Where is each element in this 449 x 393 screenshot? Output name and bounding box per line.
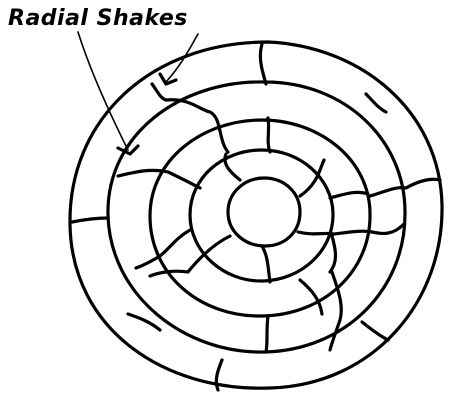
growth-ring-4	[108, 82, 405, 352]
radial-shake-crack	[72, 218, 108, 222]
radial-shakes-label: Radial Shakes	[8, 6, 188, 31]
label-pointer-line	[78, 32, 128, 150]
radial-shake-crack	[298, 224, 404, 234]
radial-shake-crack	[266, 316, 268, 352]
growth-ring-2	[190, 150, 333, 281]
pith-ring	[228, 178, 300, 246]
radial-shake-crack	[330, 236, 336, 272]
radial-shake-crack	[128, 314, 160, 330]
radial-shake-crack	[268, 118, 270, 152]
radial-shake-crack	[262, 246, 270, 282]
outer-bark-ring	[70, 42, 442, 388]
radial-shake-crack	[260, 44, 266, 84]
radial-shake-crack	[330, 272, 341, 350]
radial-shake-crack	[366, 94, 386, 112]
radial-shake-crack	[362, 322, 388, 340]
radial-shake-crack	[330, 192, 368, 198]
